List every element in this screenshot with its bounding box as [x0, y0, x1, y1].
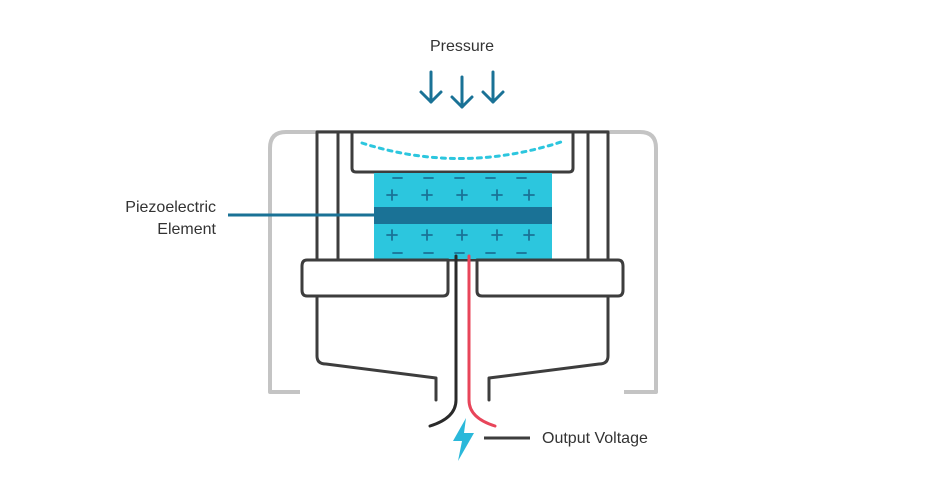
diaphragm [360, 139, 566, 160]
red-wire [467, 254, 497, 428]
crystal-center-band [374, 207, 552, 224]
arrow-down-icon [450, 75, 474, 109]
output-voltage-label: Output Voltage [542, 430, 648, 447]
base-housing [300, 258, 625, 402]
element-label-line2: Element [157, 221, 216, 238]
arrow-down-icon [419, 70, 443, 104]
pressure-label: Pressure [430, 38, 494, 55]
element-label-line1: Piezoelectric [125, 199, 216, 216]
lightning-icon [453, 418, 474, 461]
black-wire [428, 254, 458, 428]
charge-symbols [386, 177, 535, 254]
piezoelectric-crystal [374, 173, 552, 259]
arrow-down-icon [481, 70, 505, 104]
pressure-arrows [419, 70, 505, 109]
